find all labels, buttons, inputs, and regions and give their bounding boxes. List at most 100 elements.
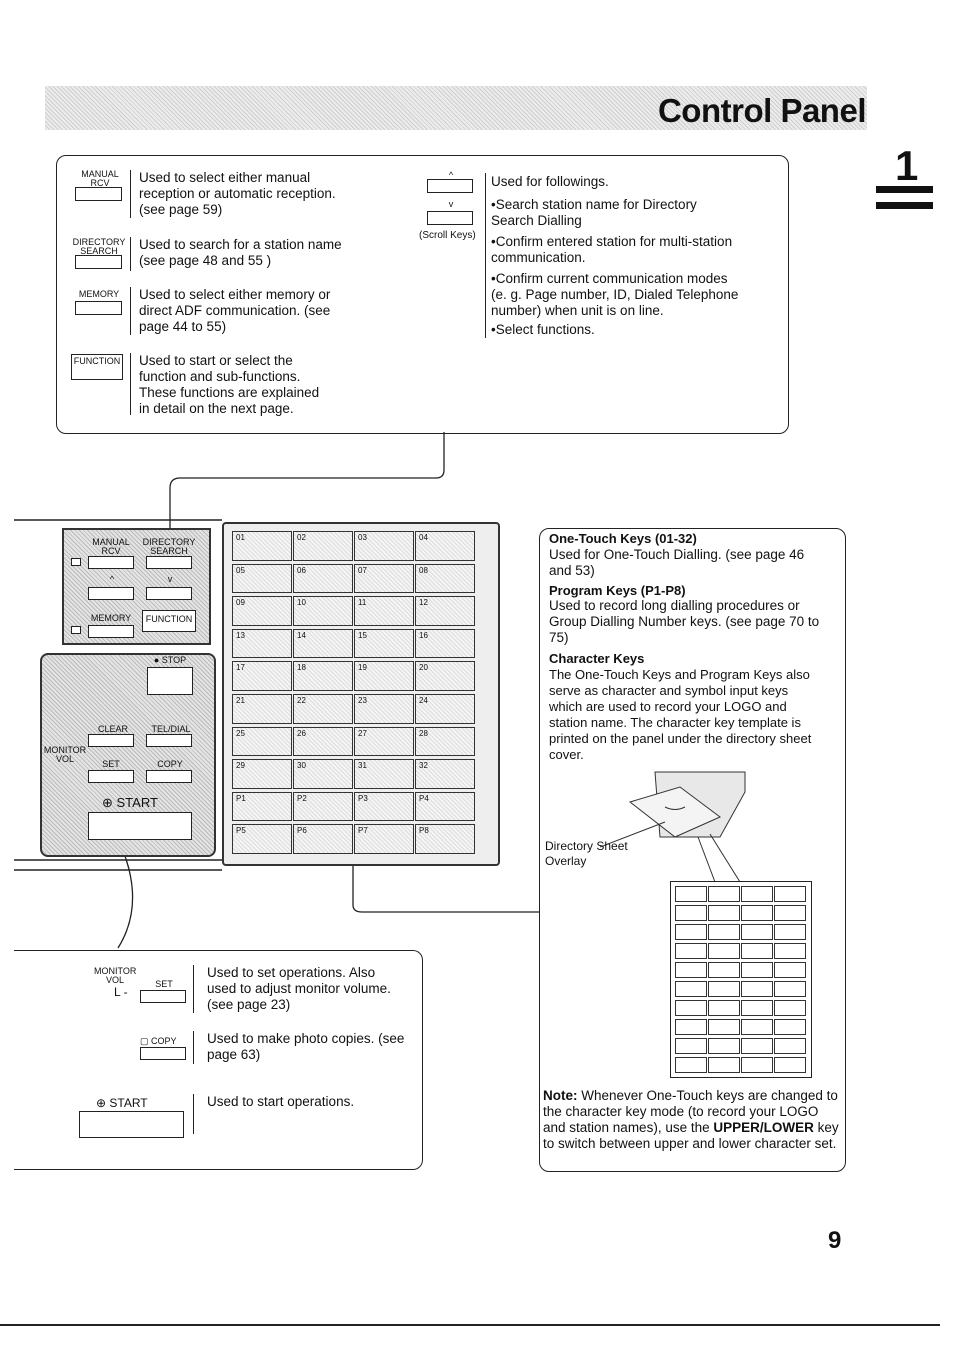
one-touch-key[interactable]: 02	[293, 531, 353, 561]
divider	[485, 173, 486, 338]
one-touch-key[interactable]: 30	[293, 759, 353, 789]
one-touch-key[interactable]: P1	[232, 791, 292, 822]
character-template-cell	[741, 1057, 773, 1073]
one-touch-key[interactable]: P2	[293, 791, 353, 822]
character-template-cell	[675, 962, 707, 978]
one-touch-key[interactable]: 26	[293, 726, 353, 757]
one-touch-key[interactable]: 08	[415, 563, 475, 594]
function-key[interactable]: FUNCTION	[71, 354, 123, 380]
copy-key-label: ▢ COPY	[140, 1036, 177, 1046]
scroll-up-key[interactable]	[427, 179, 473, 193]
panel-directory-search-label: DIRECTORY SEARCH	[142, 537, 196, 556]
one-touch-key[interactable]: 06	[293, 563, 353, 594]
set-key-label: SET	[155, 979, 173, 989]
panel-scroll-up-key[interactable]	[88, 587, 134, 600]
one-touch-key[interactable]: 31	[354, 759, 414, 789]
one-touch-key[interactable]: 23	[354, 694, 414, 724]
panel-clear-key[interactable]	[88, 734, 134, 747]
character-template-cell	[708, 1038, 740, 1054]
one-touch-key[interactable]: 07	[354, 563, 414, 594]
character-template-cell	[708, 1000, 740, 1016]
one-touch-key[interactable]: 17	[232, 661, 292, 691]
character-template-cell	[741, 962, 773, 978]
character-template-cell	[774, 962, 806, 978]
one-touch-key[interactable]: 28	[415, 726, 475, 757]
one-touch-key[interactable]: 25	[232, 726, 292, 757]
directory-sheet-illustration	[600, 771, 746, 882]
character-template-cell	[675, 1019, 707, 1035]
one-touch-key[interactable]: 16	[415, 628, 475, 659]
function-description: Used to start or select the function and…	[139, 353, 320, 416]
character-template-cell	[708, 1057, 740, 1073]
top-description-box	[56, 155, 789, 434]
character-template-cell	[675, 924, 707, 940]
directory-search-key[interactable]	[75, 255, 122, 269]
panel-tel-dial-key[interactable]	[146, 734, 192, 747]
manual-rcv-key[interactable]	[75, 187, 122, 201]
indicator-light	[71, 626, 81, 634]
one-touch-key[interactable]: 01	[232, 531, 292, 561]
character-template-cell	[675, 943, 707, 959]
one-touch-key[interactable]: 05	[232, 563, 292, 594]
one-touch-text: Used for One-Touch Dialling. (see page 4…	[549, 547, 805, 578]
panel-directory-search-key[interactable]	[146, 556, 192, 569]
panel-monitor-vol-label: MONITOR VOL	[43, 745, 87, 764]
panel-manual-rcv-key[interactable]	[88, 556, 134, 569]
scroll-down-key[interactable]	[427, 211, 473, 225]
one-touch-key[interactable]: 20	[415, 661, 475, 691]
one-touch-key[interactable]: 13	[232, 628, 292, 659]
one-touch-key[interactable]: P5	[232, 824, 292, 854]
one-touch-key[interactable]: P6	[293, 824, 353, 854]
one-touch-key[interactable]: 10	[293, 596, 353, 626]
panel-function-label: FUNCTION	[145, 614, 193, 624]
directory-sheet-overlay-label: Directory Sheet Overlay	[545, 839, 628, 868]
one-touch-key[interactable]: 24	[415, 694, 475, 724]
one-touch-key[interactable]: 18	[293, 661, 353, 691]
upper-lower-key-name: UPPER/LOWER	[713, 1120, 814, 1135]
bottom-description-box	[14, 950, 423, 1170]
one-touch-key[interactable]: 09	[232, 596, 292, 626]
panel-stop-key[interactable]	[147, 667, 193, 695]
one-touch-key[interactable]: P3	[354, 791, 414, 822]
one-touch-key[interactable]: 27	[354, 726, 414, 757]
scroll-bullet: •Confirm entered station for multi-stati…	[491, 234, 733, 265]
one-touch-key[interactable]: 21	[232, 694, 292, 724]
character-template-cell	[708, 886, 740, 902]
character-template-cell	[774, 886, 806, 902]
one-touch-key[interactable]: 29	[232, 759, 292, 789]
title-bar	[45, 86, 867, 130]
copy-key[interactable]	[140, 1047, 186, 1060]
one-touch-key[interactable]: 32	[415, 759, 475, 789]
character-template-cell	[708, 981, 740, 997]
divider	[193, 965, 194, 1013]
character-template-cell	[741, 1038, 773, 1054]
one-touch-key[interactable]: P7	[354, 824, 414, 854]
panel-scroll-down-key[interactable]	[146, 587, 192, 600]
panel-copy-key[interactable]	[146, 770, 192, 783]
one-touch-key[interactable]: 11	[354, 596, 414, 626]
one-touch-key[interactable]: 22	[293, 694, 353, 724]
note-end: key to switch between upper and lower ch…	[543, 1120, 839, 1151]
character-template-cell	[708, 962, 740, 978]
set-key[interactable]	[140, 990, 186, 1003]
one-touch-key[interactable]: 12	[415, 596, 475, 626]
note-label: Note:	[543, 1088, 578, 1103]
memory-key[interactable]	[75, 301, 122, 315]
character-template-cell	[774, 1019, 806, 1035]
one-touch-key[interactable]: 03	[354, 531, 414, 561]
one-touch-key[interactable]: 15	[354, 628, 414, 659]
one-touch-key[interactable]: 14	[293, 628, 353, 659]
one-touch-key[interactable]: 04	[415, 531, 475, 561]
panel-memory-key[interactable]	[88, 625, 134, 638]
copy-key-text: COPY	[151, 1036, 177, 1046]
character-template-cell	[741, 886, 773, 902]
panel-start-key[interactable]	[88, 812, 192, 840]
start-description: Used to start operations.	[207, 1094, 355, 1109]
one-touch-key[interactable]: P8	[415, 824, 475, 854]
start-key[interactable]	[79, 1111, 184, 1138]
one-touch-key[interactable]: P4	[415, 791, 475, 822]
program-keys-heading: Program Keys (P1-P8)	[549, 583, 686, 598]
panel-set-key[interactable]	[88, 770, 134, 783]
panel-function-key[interactable]: FUNCTION	[142, 610, 196, 632]
one-touch-key[interactable]: 19	[354, 661, 414, 691]
